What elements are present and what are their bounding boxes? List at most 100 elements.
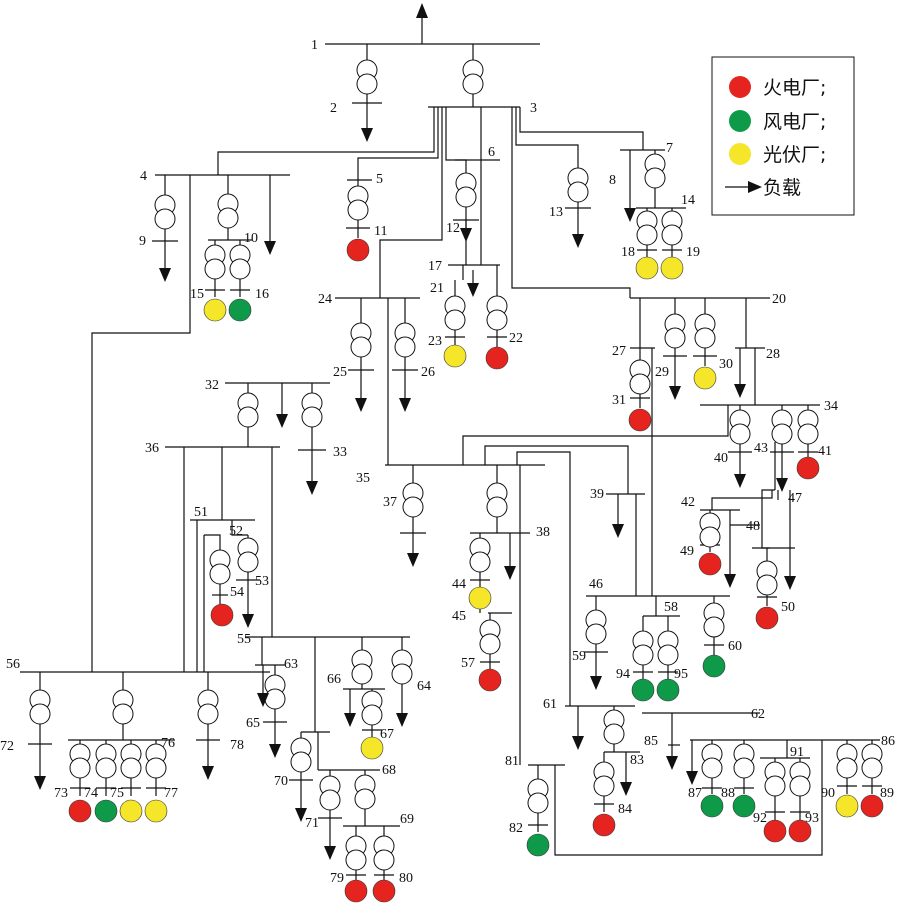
thermal-plant-icon bbox=[485, 346, 509, 370]
transformer-icon bbox=[301, 406, 323, 428]
line-segment bbox=[761, 489, 775, 549]
node-label-43: 43 bbox=[754, 441, 768, 456]
node-label-30: 30 bbox=[719, 357, 733, 372]
node-label-8: 8 bbox=[609, 173, 616, 188]
transformer-icon bbox=[585, 623, 607, 645]
node-label-10: 10 bbox=[244, 231, 258, 246]
node-label-49: 49 bbox=[680, 544, 694, 559]
node-label-46: 46 bbox=[589, 577, 603, 592]
thermal-plant-icon bbox=[592, 813, 616, 837]
node-label-5: 5 bbox=[376, 172, 383, 187]
node-label-82: 82 bbox=[509, 821, 523, 836]
load-arrow-icon bbox=[666, 756, 678, 770]
line-segment bbox=[91, 175, 191, 672]
node-label-70: 70 bbox=[274, 774, 288, 789]
transformer-icon bbox=[756, 574, 778, 596]
transformer-icon bbox=[145, 757, 167, 779]
transformer-icon bbox=[661, 224, 683, 246]
line-segment bbox=[379, 107, 443, 298]
transformer-icon bbox=[209, 563, 231, 585]
node-label-83: 83 bbox=[630, 753, 644, 768]
load-arrow-icon bbox=[590, 676, 602, 690]
transformer-icon bbox=[861, 757, 883, 779]
load-arrow-icon bbox=[306, 481, 318, 495]
generators bbox=[68, 238, 884, 903]
transformer-icon bbox=[391, 663, 413, 685]
node-label-76: 76 bbox=[161, 736, 175, 751]
node-label-53: 53 bbox=[255, 574, 269, 589]
node-label-72: 72 bbox=[0, 739, 14, 754]
transformer-icon bbox=[29, 703, 51, 725]
transformer-icon bbox=[593, 775, 615, 797]
transformer-icon bbox=[644, 167, 666, 189]
transformer-icon bbox=[154, 208, 176, 230]
node-label-9: 9 bbox=[139, 234, 146, 249]
load-arrow-icon bbox=[572, 234, 584, 248]
node-label-15: 15 bbox=[190, 287, 204, 302]
node-label-32: 32 bbox=[205, 378, 219, 393]
node-label-94: 94 bbox=[616, 667, 630, 682]
transformer-icon bbox=[204, 258, 226, 280]
node-label-35: 35 bbox=[356, 471, 370, 486]
wind-plant-icon bbox=[228, 298, 252, 322]
transformer-icon bbox=[347, 199, 369, 221]
node-label-87: 87 bbox=[688, 786, 702, 801]
load-arrow-icon bbox=[399, 398, 411, 412]
line-segment bbox=[554, 740, 823, 856]
node-label-44: 44 bbox=[452, 577, 466, 592]
thermal-plant-icon bbox=[860, 794, 884, 818]
node-label-26: 26 bbox=[421, 365, 435, 380]
transformer-icon bbox=[361, 704, 383, 726]
load-arrow-icon bbox=[324, 846, 336, 860]
node-label-69: 69 bbox=[400, 812, 414, 827]
node-label-58: 58 bbox=[664, 600, 678, 615]
thermal-plant-icon bbox=[68, 799, 92, 823]
node-label-66: 66 bbox=[327, 672, 341, 687]
node-label-55: 55 bbox=[237, 632, 251, 647]
legend-wind-icon bbox=[729, 110, 751, 132]
thermal-plant-icon bbox=[763, 819, 787, 843]
transformer-icon bbox=[455, 186, 477, 208]
node-label-13: 13 bbox=[549, 205, 563, 220]
node-label-33: 33 bbox=[333, 445, 347, 460]
transformer-icon bbox=[351, 663, 373, 685]
line-segment bbox=[519, 107, 644, 150]
legend-thermal-icon bbox=[729, 76, 751, 98]
load-arrow-icon bbox=[776, 478, 788, 492]
thermal-plant-icon bbox=[344, 879, 368, 903]
node-label-37: 37 bbox=[383, 495, 397, 510]
node-label-22: 22 bbox=[509, 331, 523, 346]
legend-thermal-label: 火电厂; bbox=[763, 77, 826, 99]
node-label-92: 92 bbox=[753, 811, 767, 826]
legend-wind-label: 风电厂; bbox=[763, 111, 826, 133]
thermal-plant-icon bbox=[796, 456, 820, 480]
solar-plant-icon bbox=[360, 736, 384, 760]
transformer-icon bbox=[567, 181, 589, 203]
node-label-85: 85 bbox=[644, 734, 658, 749]
thermal-plant-icon bbox=[788, 819, 812, 843]
transformer-icon bbox=[95, 757, 117, 779]
solar-plant-icon bbox=[635, 256, 659, 280]
node-label-23: 23 bbox=[428, 334, 442, 349]
grid-connection-arrow-icon bbox=[416, 3, 428, 18]
load-arrow-icon bbox=[620, 782, 632, 796]
node-label-4: 4 bbox=[140, 169, 147, 184]
transformer-icon bbox=[771, 423, 793, 445]
transformer-icon bbox=[764, 775, 786, 797]
transformer-icon bbox=[664, 327, 686, 349]
transformer-icon bbox=[733, 757, 755, 779]
node-label-38: 38 bbox=[536, 525, 550, 540]
wind-plant-icon bbox=[526, 833, 550, 857]
node-label-51: 51 bbox=[194, 505, 208, 520]
transformer-icon bbox=[350, 336, 372, 358]
legend: 火电厂; 风电厂; 光伏厂; 负载 bbox=[711, 56, 855, 216]
thermal-plant-icon bbox=[628, 408, 652, 432]
transformer-icon bbox=[636, 224, 658, 246]
transformer-icon bbox=[469, 551, 491, 573]
node-label-45: 45 bbox=[452, 609, 466, 624]
transformer-icon bbox=[264, 688, 286, 710]
transformer-icon bbox=[797, 423, 819, 445]
load-arrow-icon bbox=[504, 566, 516, 580]
